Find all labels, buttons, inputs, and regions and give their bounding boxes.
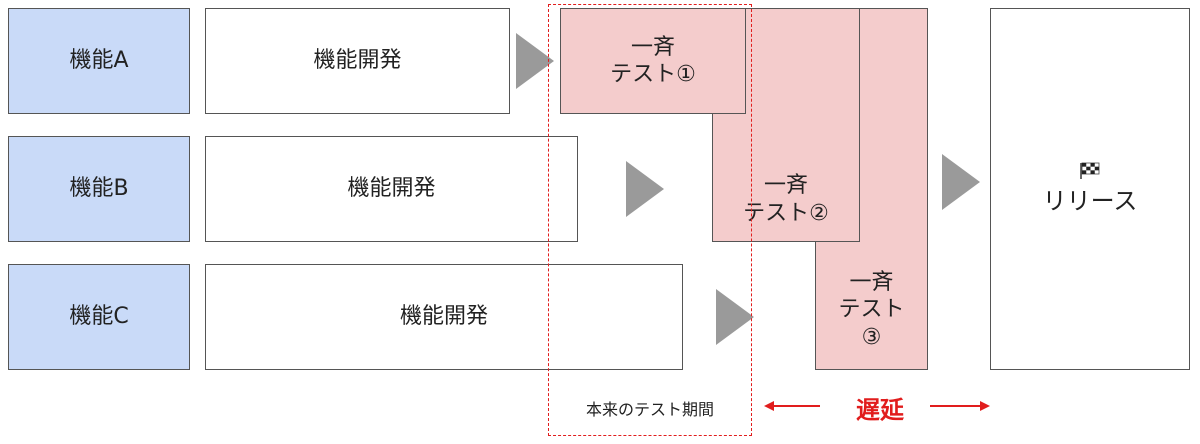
dev-c-box: 機能開発 [205,264,683,370]
feature-c-box: 機能C [8,264,190,370]
delay-left-arrow-icon [764,401,820,411]
test-2-line1: 一斉 [763,173,808,198]
planned-test-period-caption: 本来のテスト期間 [585,400,714,419]
arrow-a-icon [516,33,554,89]
test-1-box: 一斉 テスト① [560,8,746,114]
release-box: リリース [990,8,1190,370]
arrow-b-icon [626,161,664,217]
test-3-line2: テスト [838,297,905,322]
arrow-release-icon [942,154,980,210]
dev-a-label: 機能開発 [313,48,402,74]
delay-right-arrow-icon [930,401,990,411]
planned-test-period-frame [548,4,752,436]
feature-b-label: 機能B [69,176,129,202]
feature-b-box: 機能B [8,136,190,242]
feature-a-label: 機能A [69,48,129,74]
test-1-line1: 一斉 [630,34,675,60]
feature-a-box: 機能A [8,8,190,114]
dev-b-label: 機能開発 [347,176,436,202]
delay-label: 遅延 [856,396,904,424]
checkered-flag-icon [1080,162,1100,179]
feature-c-label: 機能C [69,304,129,330]
dev-c-label: 機能開発 [399,304,488,330]
arrow-c-icon [716,289,754,345]
dev-b-box: 機能開発 [205,136,578,242]
test-1-line2: テスト① [610,62,696,87]
test-3-line1: 一斉 [849,269,894,295]
release-label: リリース [1042,187,1138,215]
dev-a-box: 機能開発 [205,8,510,114]
test-2-line2: テスト② [743,200,829,226]
test-3-line3: ③ [861,324,882,350]
